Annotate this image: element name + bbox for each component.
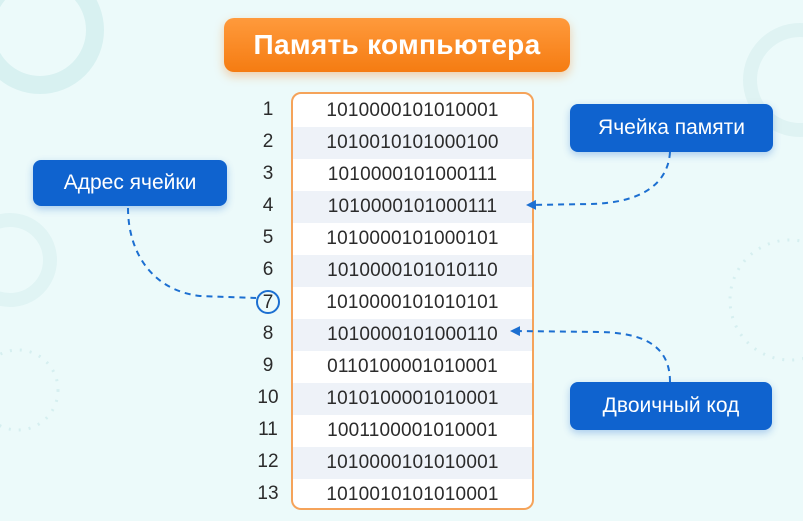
address-number: 4	[262, 195, 274, 216]
address-number: 6	[262, 259, 274, 280]
cell-address: 6	[245, 254, 291, 286]
address-number: 3	[262, 163, 274, 184]
highlighted-address: 7	[256, 290, 280, 314]
cell-address: 1	[245, 94, 291, 126]
cell-address: 7	[245, 286, 291, 318]
address-number: 13	[257, 483, 279, 504]
address-number: 9	[262, 355, 274, 376]
address-connector	[127, 207, 257, 299]
address-number: 12	[257, 451, 279, 472]
decor-dots-right	[728, 238, 803, 362]
address-number: 8	[262, 323, 274, 344]
decor-ring-top-left	[0, 0, 104, 94]
binary-connector	[510, 326, 671, 383]
memory-cell-row: 1010010101010001	[326, 484, 499, 505]
decor-ring-left	[0, 213, 57, 307]
cell-address: 3	[245, 158, 291, 190]
memory-cell-row: 1010000101000110	[293, 319, 532, 351]
memory-cell-row: 1010000101000111	[327, 164, 498, 185]
memory-cell-row: 1001100001010001	[327, 420, 498, 441]
memory-table: 1010000101010001 1010010101000100 10100001…	[291, 92, 534, 510]
cell-address: 12	[245, 446, 291, 478]
memory-cell-row: 1010000101000101	[326, 228, 499, 249]
memory-cell-row: 1010000101010001	[293, 447, 532, 479]
memory-cell-row: 1010000101010001	[326, 100, 499, 121]
address-number: 2	[262, 131, 274, 152]
cell-connector	[526, 151, 671, 210]
memory-cell-row: 1010100001010001	[293, 383, 532, 415]
cell-address: 5	[245, 222, 291, 254]
page-title: Память компьютера	[224, 18, 570, 72]
address-number: 11	[258, 419, 278, 440]
cell-address: 9	[245, 350, 291, 382]
cell-address: 11	[245, 414, 291, 446]
binary-code-callout: Двоичный код	[570, 382, 772, 430]
memory-cell-row: 1010000101010110	[293, 255, 532, 287]
address-number: 5	[262, 227, 274, 248]
address-callout: Адрес ячейки	[33, 160, 227, 206]
cell-address: 10	[245, 382, 291, 414]
memory-cell-callout: Ячейка памяти	[570, 104, 773, 152]
memory-cell-row: 0110100001010001	[327, 356, 498, 377]
memory-cell-row: 1010000101010101	[326, 292, 499, 313]
decor-dots-left	[0, 348, 60, 432]
cell-address: 4	[245, 190, 291, 222]
cell-address: 2	[245, 126, 291, 158]
address-number: 10	[257, 387, 279, 408]
cell-address: 13	[245, 478, 291, 510]
cell-address: 8	[245, 318, 291, 350]
memory-cell-row: 1010000101000111	[293, 191, 532, 223]
address-number: 1	[262, 99, 274, 120]
memory-cell-row: 1010010101000100	[293, 127, 532, 159]
